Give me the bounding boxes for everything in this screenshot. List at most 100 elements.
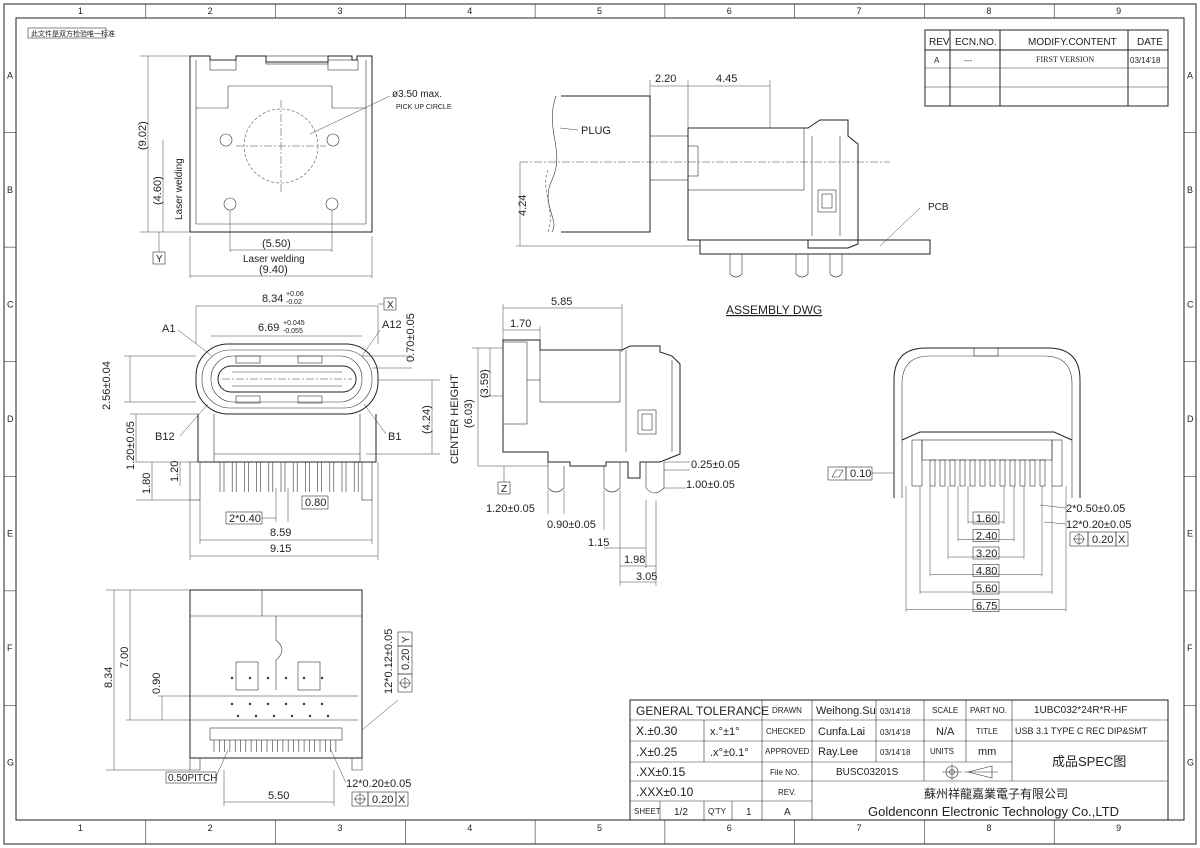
frame-row-label: D — [7, 414, 14, 424]
units-label: UNITS — [930, 747, 954, 756]
units-value: mm — [978, 746, 996, 758]
frame-row-label: G — [7, 758, 14, 768]
bottom-dot — [266, 702, 270, 706]
checked-date: 03/14'18 — [880, 728, 911, 737]
plug-label: PLUG — [581, 125, 611, 137]
pcb-label: PCB — [928, 202, 949, 213]
assembly-view: 2.20 4.45 PLUG PCB 4.24 ASSEMBLY DWG — [516, 73, 949, 317]
bottom-dot — [290, 714, 294, 718]
dim-834-bottom: 8.34 — [103, 667, 115, 688]
frame-col-label: 8 — [986, 823, 991, 833]
frame-row-label: E — [1187, 529, 1193, 539]
tol-row-1-angle: x.°±1° — [710, 726, 740, 738]
bottom-dot — [236, 714, 240, 718]
dim-424-front: (4.24) — [421, 405, 433, 434]
bottom-dot — [284, 702, 288, 706]
dim-090-side: 0.90±0.05 — [547, 519, 596, 531]
dim-12x020-rear: 12*0.20±0.05 — [1066, 519, 1131, 531]
frame-col-label: 6 — [727, 6, 732, 16]
rear-pin — [979, 459, 986, 487]
file-no: BUSC03201S — [836, 767, 899, 778]
frame-row-label: E — [7, 529, 13, 539]
bottom-dot — [302, 676, 306, 680]
assembly-dwg-title: ASSEMBLY DWG — [726, 303, 822, 317]
rear-pin — [929, 459, 936, 487]
rear-pin — [1029, 459, 1036, 487]
dim-585: 5.85 — [551, 296, 572, 308]
position-tol-x: 0.20 — [372, 794, 393, 806]
frame-row-label: B — [1187, 185, 1193, 195]
bottom-dot — [230, 702, 234, 706]
dim-550: (5.50) — [262, 238, 291, 250]
frame-row-label: A — [7, 70, 13, 80]
bottom-dot — [284, 676, 288, 680]
pin-b1: B1 — [388, 431, 401, 443]
approved-label: APPROVED — [765, 747, 810, 756]
scale-label: SCALE — [932, 706, 958, 715]
dim-915: 9.15 — [270, 543, 291, 555]
revision-table: REV. ECN.NO. MODIFY.CONTENT DATE A --- F… — [924, 29, 1169, 107]
position-tol-rear: 0.20 — [1092, 534, 1113, 546]
datum-y-bottom: Y — [401, 636, 412, 643]
frame-col-label: 2 — [208, 823, 213, 833]
rev-header: REV. — [929, 37, 951, 48]
part-no-label: PART NO. — [970, 706, 1007, 715]
file-no-label: File NO. — [770, 768, 799, 777]
rear-view: 0.10 2*0.50±0.05 12*0.20±0.05 0.20 X 1.6… — [827, 347, 1131, 613]
flatness-tol: 0.10 — [850, 468, 871, 480]
center-height-label: CENTER HEIGHT — [449, 374, 461, 464]
rear-dim-text: 3.20 — [976, 548, 997, 560]
dim-550-bottom: 5.50 — [268, 790, 289, 802]
general-tolerance-header: GENERAL TOLERANCE — [636, 704, 769, 718]
spec-label: 成品SPEC图 — [1052, 754, 1126, 769]
stamp-note: 此文件是双方检验唯一标准 — [31, 29, 115, 38]
drawn-by: Weihong.Su — [816, 705, 876, 717]
date-header: DATE — [1137, 37, 1163, 48]
company-cn: 蘇州祥龍嘉業電子有限公司 — [924, 786, 1068, 801]
bottom-dot — [308, 714, 312, 718]
rear-dim-text: 2.40 — [976, 531, 997, 543]
dim-120-05: 1.20±0.05 — [125, 421, 137, 470]
bottom-dot — [302, 702, 306, 706]
side-view: 5.85 1.70 CENTER HEIGHT (6.03) (3.59) Z … — [449, 296, 740, 586]
pin-b12: B12 — [155, 431, 175, 443]
modify-cell: FIRST VERSION — [1036, 55, 1094, 64]
pin-a12: A12 — [382, 319, 402, 331]
rear-pin — [999, 459, 1006, 487]
rear-dim-box — [972, 581, 1000, 595]
dim-115: 1.15 — [588, 537, 609, 549]
frame-col-label: 3 — [337, 6, 342, 16]
rear-pin — [939, 459, 946, 487]
bottom-dot — [230, 676, 234, 680]
dim-424-assembly: 4.24 — [517, 195, 529, 216]
bottom-dot — [326, 714, 330, 718]
tol-row-1: X.±0.30 — [636, 724, 678, 738]
tol-row-2: .X±0.25 — [636, 745, 678, 759]
frame-col-label: 6 — [727, 823, 732, 833]
dim-198: 1.98 — [624, 554, 645, 566]
dim-940: (9.40) — [259, 264, 288, 276]
rear-dim-text: 1.60 — [976, 513, 997, 525]
rev-label: REV. — [778, 788, 796, 797]
title-value: USB 3.1 TYPE C REC DIP&SMT — [1015, 726, 1148, 736]
datum-x-rear: X — [1118, 534, 1126, 546]
laser-welding-horizontal: Laser welding — [243, 254, 305, 265]
datum-z: Z — [501, 484, 507, 495]
dim-834-tol-upper: +0.06 — [286, 291, 304, 298]
frame-col-label: 1 — [78, 6, 83, 16]
title-label: TITLE — [976, 727, 998, 736]
pin-a1: A1 — [162, 323, 175, 335]
ecn-header: ECN.NO. — [955, 37, 997, 48]
bottom-dot — [254, 714, 258, 718]
dim-669: 6.69 — [258, 322, 279, 334]
rear-pin — [1039, 459, 1046, 487]
frame-row-label: C — [7, 299, 14, 309]
tol-row-2-angle: .x°±0.1° — [710, 747, 749, 759]
rev-cell: A — [934, 56, 940, 65]
datum-x-bottom: X — [398, 794, 406, 806]
checked-by: Cunfa.Lai — [818, 726, 865, 738]
pick-up-circle-dim: ø3.50 max. — [392, 89, 442, 100]
rear-dim-box — [972, 546, 1000, 560]
